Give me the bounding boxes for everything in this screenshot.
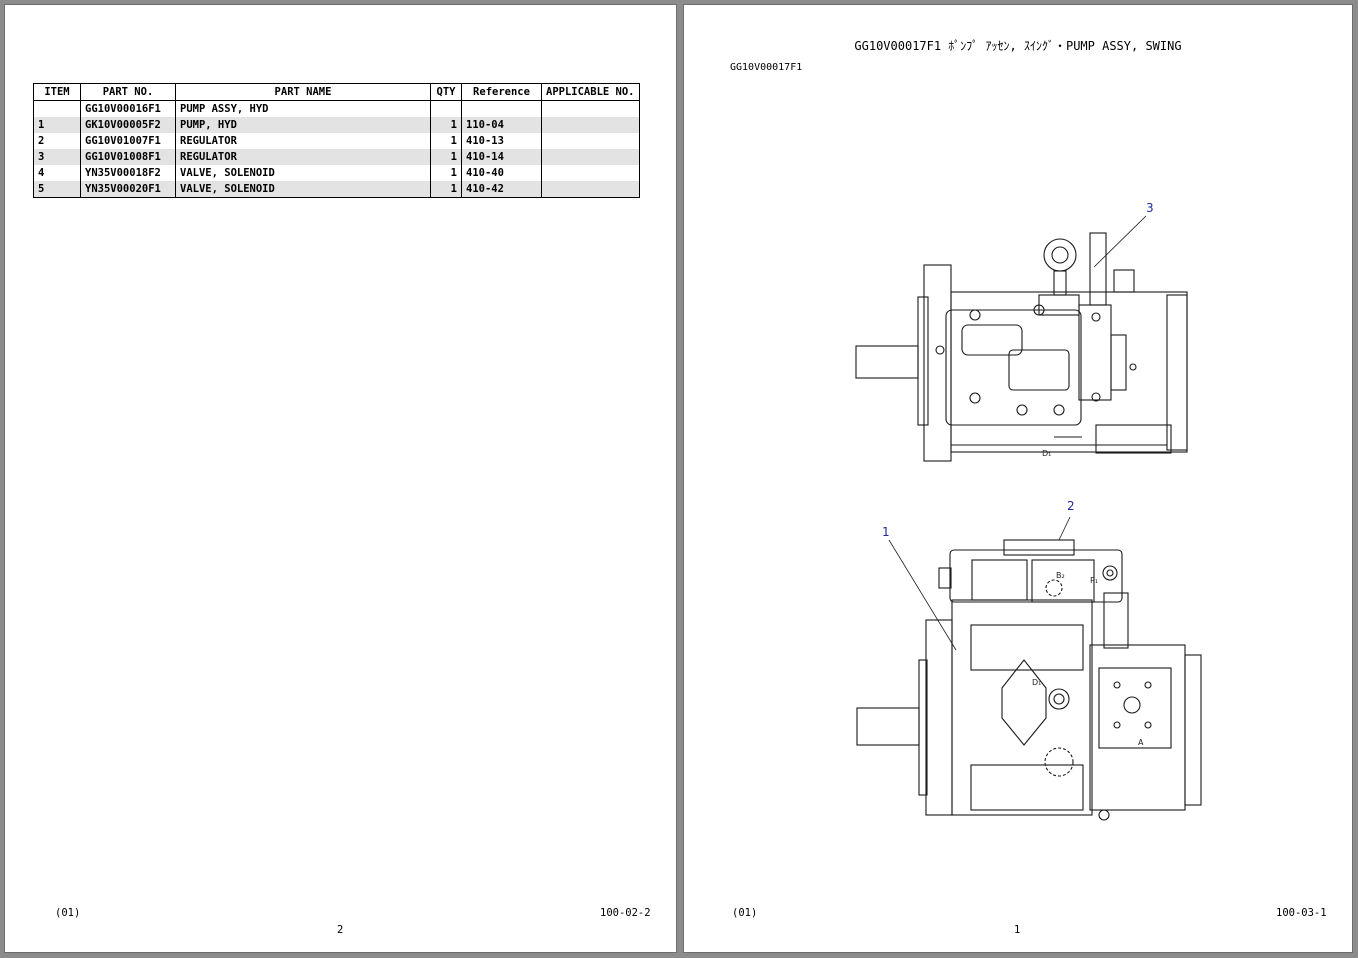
header-item: ITEM	[33, 83, 81, 101]
cell-qty: 1	[430, 165, 462, 181]
pump-top-view	[855, 232, 1188, 462]
cell-qty: 1	[430, 117, 462, 133]
table-row: 3 GG10V01008F1 REGULATOR 1 410-14	[33, 149, 640, 165]
right-page: GG10V00017F1 ﾎﾟﾝﾌﾟ ｱｯｾﾝ, ｽｲﾝｸﾞ・PUMP ASSY…	[684, 5, 1352, 952]
table-row: GG10V00016F1 PUMP ASSY, HYD	[33, 100, 640, 117]
cell-qty: 1	[430, 181, 462, 198]
callout-2: 2	[1067, 499, 1075, 513]
port-labels: D₁ B₂ P₁ D₁ A	[1032, 449, 1144, 747]
cell-part-no: GG10V00016F1	[80, 100, 176, 117]
cell-reference: 410-40	[461, 165, 542, 181]
cell-part-no: GG10V01007F1	[80, 133, 176, 149]
cell-part-no: GK10V00005F2	[80, 117, 176, 133]
cell-part-name: VALVE, SOLENOID	[175, 181, 431, 198]
cell-part-name: VALVE, SOLENOID	[175, 165, 431, 181]
cell-applicable	[541, 149, 640, 165]
cell-applicable	[541, 100, 640, 117]
footer-page-code: 100-03-1	[1276, 907, 1327, 919]
cell-item	[33, 100, 81, 117]
cell-reference: 410-13	[461, 133, 542, 149]
port-label-b2: B₂	[1056, 571, 1065, 580]
cell-qty	[430, 100, 462, 117]
cell-reference	[461, 100, 542, 117]
cell-applicable	[541, 181, 640, 198]
pump-front-view	[856, 539, 1202, 821]
cell-item: 5	[33, 181, 81, 198]
cell-part-name: PUMP, HYD	[175, 117, 431, 133]
table-row: 2 GG10V01007F1 REGULATOR 1 410-13	[33, 133, 640, 149]
cell-part-name: PUMP ASSY, HYD	[175, 100, 431, 117]
cell-part-no: YN35V00018F2	[80, 165, 176, 181]
footer-revision: (01)	[732, 907, 758, 919]
drawing-part-number: GG10V00017F1	[730, 62, 803, 73]
callout-1: 1	[882, 525, 890, 539]
port-label-a: A	[1138, 738, 1144, 747]
callout-labels: 3 2 1	[882, 201, 1154, 539]
header-applicable-no: APPLICABLE NO.	[541, 83, 640, 101]
drawing-title: GG10V00017F1 ﾎﾟﾝﾌﾟ ｱｯｾﾝ, ｽｲﾝｸﾞ・PUMP ASSY…	[854, 39, 1182, 53]
cell-part-no: GG10V01008F1	[80, 149, 176, 165]
cell-item: 2	[33, 133, 81, 149]
cell-qty: 1	[430, 149, 462, 165]
cell-qty: 1	[430, 133, 462, 149]
header-qty: QTY	[430, 83, 462, 101]
table-row: 5 YN35V00020F1 VALVE, SOLENOID 1 410-42	[33, 181, 640, 198]
port-label-p1: P₁	[1090, 576, 1098, 585]
header-part-no: PART NO.	[80, 83, 176, 101]
header-part-name: PART NAME	[175, 83, 431, 101]
page-number: 1	[1014, 924, 1021, 936]
table-row: 1 GK10V00005F2 PUMP, HYD 1 110-04	[33, 117, 640, 133]
cell-reference: 410-42	[461, 181, 542, 198]
callout-3: 3	[1146, 201, 1154, 215]
port-label-d1-top: D₁	[1042, 449, 1051, 458]
footer-revision: (01)	[55, 907, 81, 919]
cell-part-name: REGULATOR	[175, 133, 431, 149]
cell-reference: 110-04	[461, 117, 542, 133]
cell-reference: 410-14	[461, 149, 542, 165]
cell-applicable	[541, 117, 640, 133]
left-page: ITEM PART NO. PART NAME QTY Reference AP…	[5, 5, 676, 952]
page-number: 2	[337, 924, 344, 936]
pump-assembly-drawing: 3 2 1 D₁ B₂ P₁ D₁ A	[855, 201, 1202, 821]
cell-part-no: YN35V00020F1	[80, 181, 176, 198]
cell-applicable	[541, 133, 640, 149]
port-label-d1-bottom: D₁	[1032, 678, 1041, 687]
cell-item: 1	[33, 117, 81, 133]
table-row: 4 YN35V00018F2 VALVE, SOLENOID 1 410-40	[33, 165, 640, 181]
parts-table: ITEM PART NO. PART NAME QTY Reference AP…	[33, 83, 640, 198]
cell-item: 3	[33, 149, 81, 165]
table-header-row: ITEM PART NO. PART NAME QTY Reference AP…	[33, 83, 640, 101]
footer-page-code: 100-02-2	[600, 907, 651, 919]
cell-item: 4	[33, 165, 81, 181]
cell-part-name: REGULATOR	[175, 149, 431, 165]
header-reference: Reference	[461, 83, 542, 101]
cell-applicable	[541, 165, 640, 181]
